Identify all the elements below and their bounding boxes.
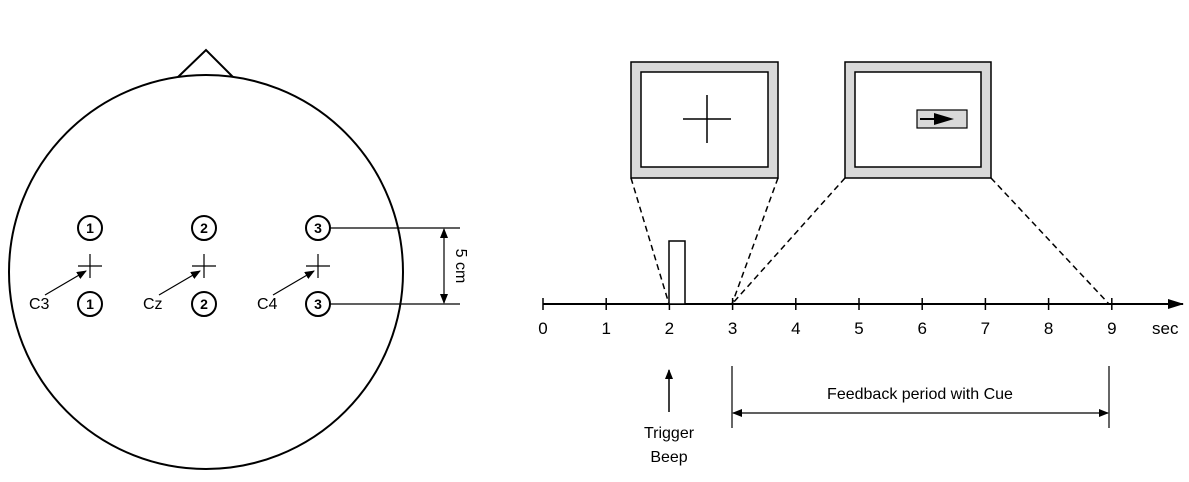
screen-cue	[844, 61, 992, 179]
crosshair-c3	[78, 254, 102, 278]
trigger-label-line1: Trigger	[644, 425, 695, 442]
time-tick-label-5: 5	[854, 319, 863, 338]
feedback-period-label: Feedback period with Cue	[827, 386, 1013, 403]
time-tick-label-1: 1	[601, 319, 610, 338]
electrode-lower-number: 1	[86, 296, 94, 312]
time-tick-label-9: 9	[1107, 319, 1116, 338]
crosshair-cz	[192, 254, 216, 278]
electrode-group-cz: 2 2 Cz	[143, 215, 217, 317]
electrode-lower-circle	[191, 291, 217, 317]
pointer-arrow-c3	[44, 270, 87, 296]
pointer-arrow-cz	[158, 270, 201, 296]
crosshair-c4	[306, 254, 330, 278]
trigger-label-line2: Beep	[650, 449, 687, 466]
time-tick-label-6: 6	[917, 319, 926, 338]
electrode-upper-circle	[191, 215, 217, 241]
time-tick-label-3: 3	[728, 319, 737, 338]
zoom-line	[990, 177, 1110, 305]
electrode-lower-number: 2	[200, 296, 208, 312]
electrode-label-cz: Cz	[143, 296, 163, 313]
screen-fixation-cross	[630, 61, 779, 179]
timeline-diagram: 0 1 2 3 4 5 6 7 8 9 sec	[538, 61, 1184, 466]
head-diagram: 1 1 C3 2 2 Cz 3	[8, 48, 469, 470]
electrode-upper-number: 3	[314, 220, 322, 236]
pointer-arrow-c4	[272, 270, 315, 296]
time-axis-tick-labels: 0 1 2 3 4 5 6 7 8 9	[538, 319, 1116, 338]
electrode-label-c3: C3	[29, 296, 50, 313]
distance-label: 5 cm	[452, 249, 469, 284]
distance-dimension	[330, 227, 460, 305]
zoom-line	[630, 177, 670, 305]
time-tick-label-0: 0	[538, 319, 547, 338]
electrode-group-c3: 1 1 C3	[29, 215, 103, 317]
nose-triangle	[175, 48, 236, 78]
zoom-lines	[630, 177, 1110, 305]
electrode-upper-circle	[77, 215, 103, 241]
electrode-group-c4: 3 3 C4	[257, 215, 331, 317]
time-tick-label-4: 4	[791, 319, 800, 338]
trigger-pulse	[668, 240, 686, 305]
electrode-upper-number: 1	[86, 220, 94, 236]
arrow-right-icon	[920, 113, 954, 125]
electrode-lower-number: 3	[314, 296, 322, 312]
electrode-label-c4: C4	[257, 296, 278, 313]
fixation-cross-icon	[683, 95, 731, 143]
head-outline	[8, 74, 404, 470]
time-tick-label-2: 2	[665, 319, 674, 338]
zoom-line	[731, 177, 779, 305]
time-tick-label-8: 8	[1044, 319, 1053, 338]
electrode-lower-circle	[77, 291, 103, 317]
time-tick-label-7: 7	[981, 319, 990, 338]
electrode-upper-number: 2	[200, 220, 208, 236]
zoom-line	[731, 177, 846, 305]
time-axis-unit: sec	[1152, 319, 1179, 338]
